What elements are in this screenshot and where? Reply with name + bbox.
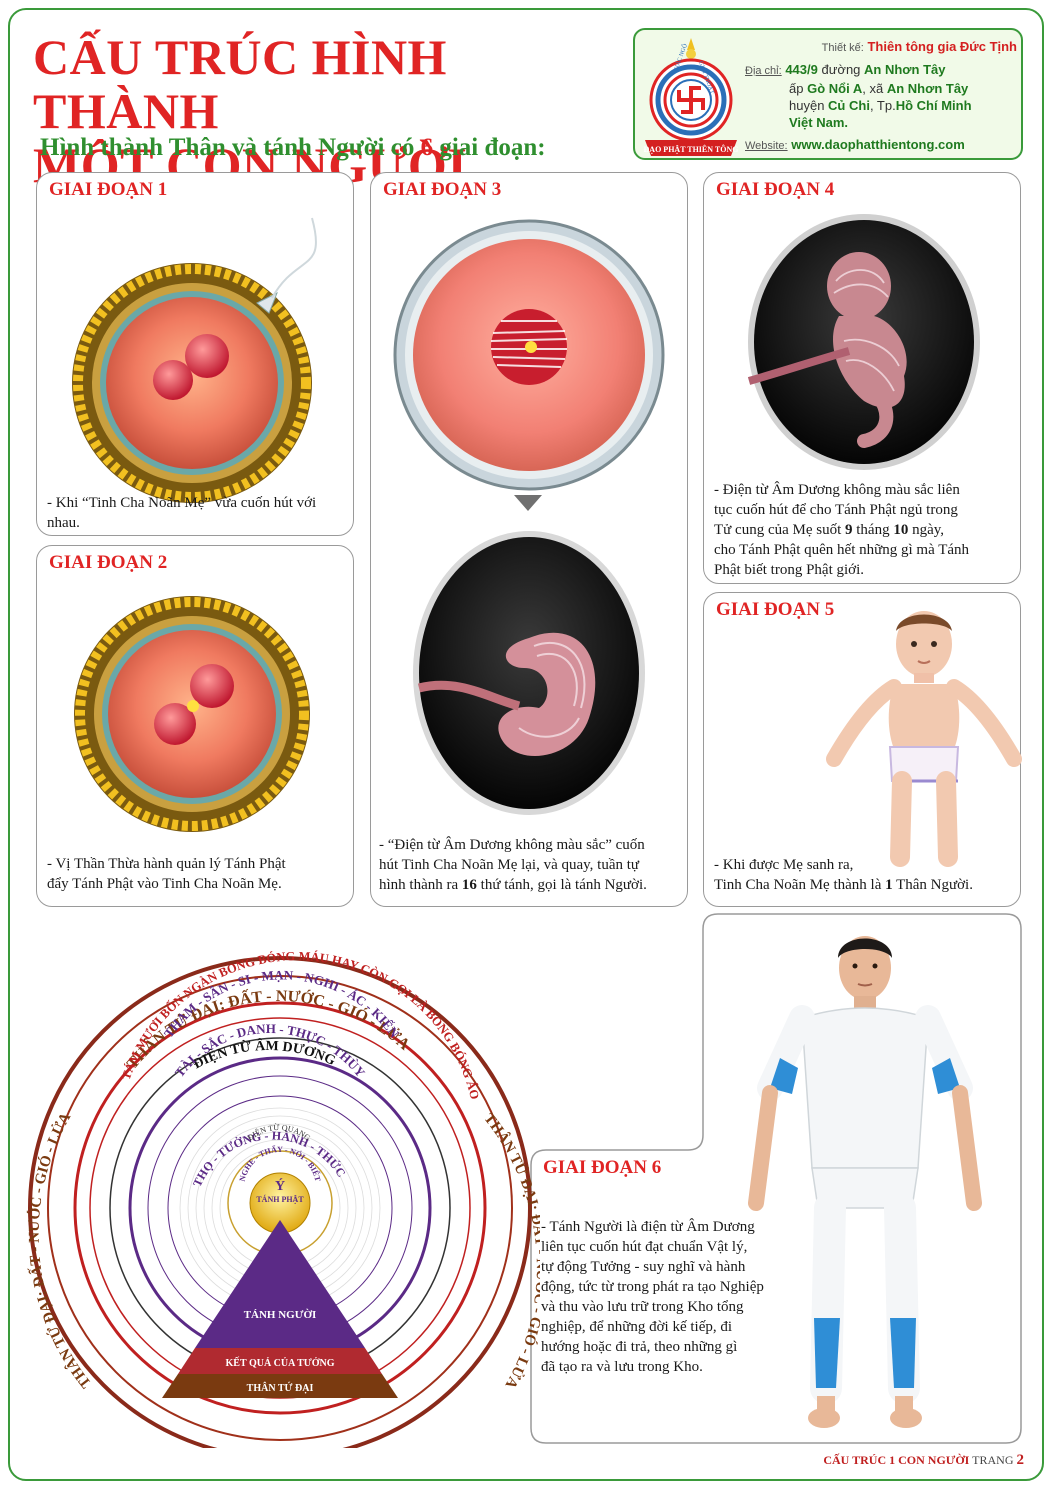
stage-3-text-line-3a: hình thành ra bbox=[379, 877, 462, 893]
website-link[interactable]: www.daophatthientong.com bbox=[791, 137, 965, 152]
stage-5-text: - Khi được Mẹ sanh ra, Tinh Cha Noãn Mẹ … bbox=[714, 855, 1029, 895]
stage-4-text-9: 9 bbox=[845, 522, 853, 538]
page-frame bbox=[8, 8, 1044, 1481]
stage-6-text-line-1: - Tánh Người là điện từ Âm Dương bbox=[541, 1219, 755, 1235]
logo-bottom-text: ĐẠO PHẬT THIÊN TÔNG bbox=[644, 144, 739, 154]
stage-2-panel: GIAI ĐOẠN 2 - Vị Thần Thừa hành quản lý … bbox=[36, 545, 354, 907]
stage-2-label: GIAI ĐOẠN 2 bbox=[49, 552, 168, 573]
stage-4-text-line-1: - Điện từ Âm Dương không màu sắc liên bbox=[714, 482, 960, 498]
subtitle-suffix: giai đoạn: bbox=[433, 134, 546, 161]
stage-3-embryo-illustration bbox=[413, 531, 645, 815]
stage-6-text-line-5: và thu vào lưu trữ trong Kho tổng bbox=[541, 1299, 744, 1315]
swastika-icon bbox=[677, 86, 705, 114]
stage-5-label: GIAI ĐOẠN 5 bbox=[716, 599, 835, 620]
stage-4-text-line-3a: Tử cung của Mẹ suốt bbox=[714, 522, 846, 538]
stage-5-text-1: 1 bbox=[885, 877, 893, 893]
stage-3-label: GIAI ĐOẠN 3 bbox=[383, 179, 502, 200]
stage-5-text-line-2a: Tinh Cha Noãn Mẹ thành là bbox=[714, 877, 886, 893]
stage-4-text-line-3c: tháng bbox=[852, 522, 894, 538]
page-subtitle: Hình thành Thân và tánh Người có 6 giai … bbox=[40, 134, 546, 162]
title-line-1: CẤU TRÚC HÌNH THÀNH bbox=[33, 29, 447, 139]
subtitle-count: 6 bbox=[420, 134, 434, 161]
stage-4-text: - Điện từ Âm Dương không màu sắc liên tụ… bbox=[714, 480, 1019, 580]
designer-label: Thiết kế: bbox=[821, 42, 864, 54]
stage-4-text-line-3e: ngày, bbox=[908, 522, 945, 538]
arrow-down-icon bbox=[514, 495, 542, 511]
stage-4-panel: GIAI ĐOẠN 4 - Điện từ Âm Dương không màu… bbox=[703, 172, 1021, 584]
footer-title: CẤU TRÚC 1 CON NGƯỜI bbox=[823, 1453, 970, 1467]
stage-1-text: - Khi “Tinh Cha Noãn Mẹ” vừa cuốn hút vớ… bbox=[47, 495, 317, 531]
designer-name: Thiên tông gia Đức Tịnh bbox=[867, 39, 1017, 54]
stage-2-text: - Vị Thần Thừa hành quản lý Tánh Phật đẩ… bbox=[47, 854, 352, 894]
center-y-text: Ý bbox=[275, 1177, 285, 1194]
stage-6-text-line-6: nghiệp, để những đời kế tiếp, đi bbox=[541, 1319, 733, 1335]
subtitle-prefix: Hình thành Thân và tánh Người có bbox=[40, 134, 421, 161]
website-label: Website: bbox=[745, 140, 788, 152]
address-district-word: huyện bbox=[789, 98, 825, 113]
footer-page-number: 2 bbox=[1016, 1452, 1025, 1468]
stage-2-egg-illustration bbox=[74, 596, 310, 832]
stage-4-label: GIAI ĐOẠN 4 bbox=[716, 179, 835, 200]
stage-4-text-10: 10 bbox=[893, 522, 909, 538]
address-district: Củ Chi bbox=[828, 98, 870, 113]
stage-5-baby-illustration bbox=[826, 611, 1022, 867]
stage-3-text-16: 16 bbox=[461, 877, 477, 893]
stage-5-text-line-1: - Khi được Mẹ sanh ra, bbox=[714, 857, 854, 873]
stage-1-label: GIAI ĐOẠN 1 bbox=[49, 179, 168, 200]
stage-3-text: - “Điện từ Âm Dương không màu sắc” cuốn … bbox=[379, 835, 689, 895]
stage-6-text-line-2: liên tục cuốn hút đạt chuẩn Vật lý, bbox=[541, 1239, 748, 1255]
stage-2-text-line-1: - Vị Thần Thừa hành quản lý Tánh Phật bbox=[47, 856, 286, 872]
stage-1-egg-illustration bbox=[72, 217, 317, 503]
lotus-flame-icon bbox=[686, 38, 696, 59]
address-hamlet: Gò Nổi A bbox=[807, 81, 863, 96]
address-commune-word: , xã bbox=[862, 81, 884, 96]
address-city: Hồ Chí Minh bbox=[895, 98, 972, 113]
stage-6-adult-illustration bbox=[748, 936, 982, 1428]
stage-6-text-line-8: đã tạo ra và lưu trong Kho. bbox=[541, 1359, 703, 1375]
stage-3-panel: GIAI ĐOẠN 3 - “Điện từ Âm Dương không mà… bbox=[370, 172, 688, 907]
stage-4-text-line-5: Phật biết trong Phật giới. bbox=[714, 562, 865, 578]
stage-3-text-line-1: - “Điện từ Âm Dương không màu sắc” cuốn bbox=[379, 837, 645, 853]
stage-4-text-line-3: Tử cung của Mẹ suốt 9 tháng 10 ngày, bbox=[714, 520, 1019, 540]
stage-3-text-line-3c: thứ tánh, gọi là tánh Người. bbox=[476, 877, 647, 893]
address-country: Việt Nam. bbox=[789, 115, 849, 130]
info-box: ĐẠO PHẬT THIÊN TÔNG GIÁC NGỘ GIẢI THOÁT … bbox=[633, 28, 1023, 160]
center-label-text: TÁNH PHẬT bbox=[256, 1194, 304, 1204]
stage-4-text-line-4: cho Tánh Phật quên hết những gì mà Tánh bbox=[714, 542, 970, 558]
stage-5-panel: GIAI ĐOẠN 5 - Khi được Mẹ sanh ra, Tinh … bbox=[703, 592, 1022, 907]
stage-5-text-line-2c: Thân Người. bbox=[892, 877, 973, 893]
pyramid-main-text: TÁNH NGƯỜI bbox=[244, 1309, 317, 1321]
address-street: An Nhơn Tây bbox=[864, 62, 946, 77]
stage-6-text-line-4: động, tức từ trong phát ra tạo Nghiệp bbox=[541, 1279, 764, 1295]
stage-4-text-line-2: tục cuốn hút để cho Tánh Phật ngủ trong bbox=[714, 502, 958, 518]
stage-6-text-line-3: tự động Tưởng - suy nghĩ và hành bbox=[541, 1259, 746, 1275]
pyramid-band-2-text: THÂN TỨ ĐẠI bbox=[247, 1382, 314, 1394]
stage-3-egg-illustration bbox=[393, 219, 665, 491]
address-commune: An Nhơn Tây bbox=[886, 81, 969, 96]
stage-2-text-line-2: đẩy Tánh Phật vào Tinh Cha Noãn Mẹ. bbox=[47, 876, 282, 892]
stage-1-panel: GIAI ĐOẠN 1 - Khi “Tinh Cha Noãn Mẹ” vừa… bbox=[36, 172, 354, 536]
footer-page-word: TRANG bbox=[972, 1453, 1014, 1467]
dao-phat-thien-tong-logo: ĐẠO PHẬT THIÊN TÔNG GIÁC NGỘ GIẢI THOÁT bbox=[644, 38, 739, 156]
human-structure-diagram: Ý THÂN TỨ ĐẠI: ĐẤT - NƯỚC - GIÓ - LỬA TH… bbox=[26, 949, 540, 1448]
tanh-phat-dot-icon bbox=[187, 700, 199, 712]
pyramid-band-1-text: KẾT QUẢ CỦA TƯỞNG bbox=[226, 1356, 335, 1369]
stage-5-text-line-2: Tinh Cha Noãn Mẹ thành là 1 Thân Người. bbox=[714, 875, 1029, 895]
address-city-word: , Tp. bbox=[869, 98, 896, 113]
stage-6-label: GIAI ĐOẠN 6 bbox=[543, 1157, 662, 1178]
page-footer: CẤU TRÚC 1 CON NGƯỜI TRANG 2 bbox=[823, 1452, 1024, 1469]
stage-6-text: - Tánh Người là điện từ Âm Dương liên tụ… bbox=[541, 1217, 791, 1377]
stage-6-text-line-7: hướng hoặc đi trả, theo những gì bbox=[541, 1339, 738, 1355]
stage-3-text-line-3: hình thành ra 16 thứ tánh, gọi là tánh N… bbox=[379, 875, 689, 895]
address-hamlet-word: ấp bbox=[789, 81, 804, 96]
address-number: 443/9 bbox=[785, 62, 818, 77]
stage-4-fetus-illustration bbox=[747, 214, 980, 470]
stage-3-text-line-2: hút Tinh Cha Noãn Mẹ lại, và quay, tuần … bbox=[379, 857, 640, 873]
address-label: Địa chỉ: bbox=[745, 65, 782, 77]
address-street-word: đường bbox=[821, 62, 861, 77]
